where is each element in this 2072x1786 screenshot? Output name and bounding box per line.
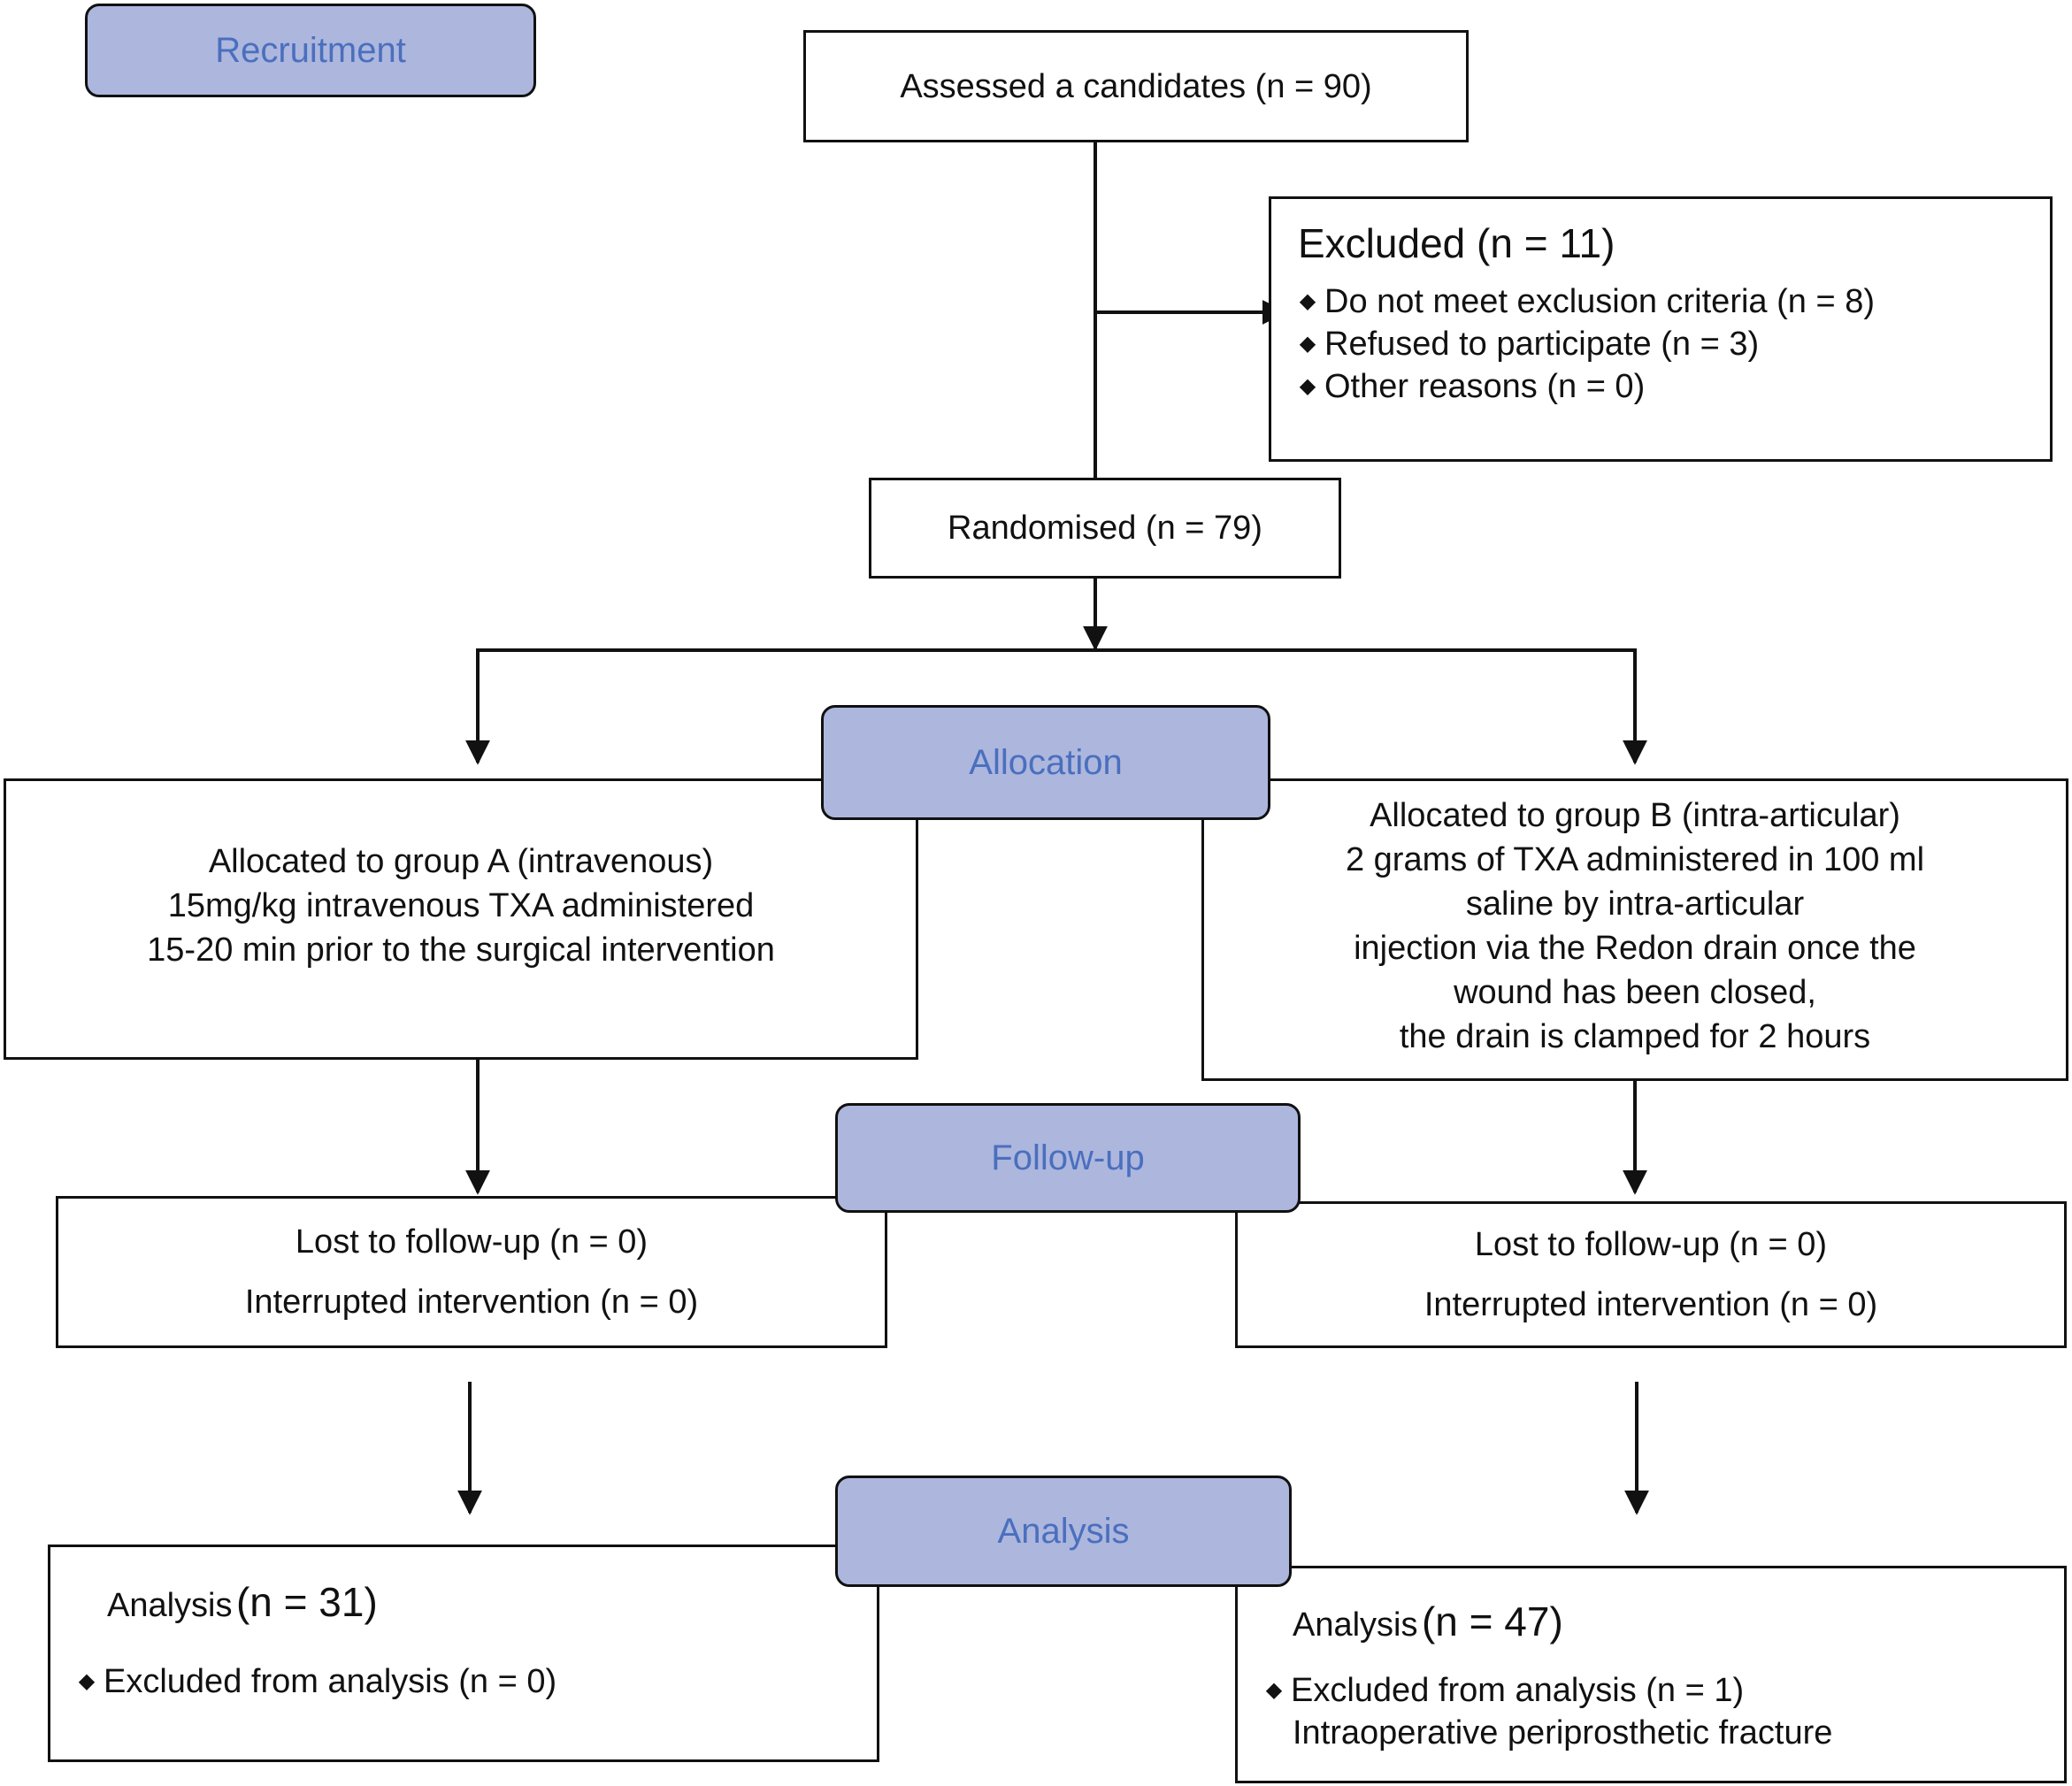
group-b-analysis-count: (n = 47) [1421, 1598, 1563, 1644]
stage-allocation-label: Allocation [969, 742, 1123, 782]
stage-follow-up-label: Follow-up [991, 1138, 1145, 1177]
group-a-analysis-excluded-text: Excluded from analysis (n = 0) [104, 1663, 557, 1700]
stage-follow-up: Follow-up [835, 1103, 1301, 1213]
excluded-item: ◆ Other reasons (n = 0) [1298, 365, 2050, 408]
group-a-analysis-count: (n = 31) [235, 1579, 378, 1625]
group-a-followup-line: Lost to follow-up (n = 0) [295, 1223, 648, 1261]
excluded-item-text: Do not meet exclusion criteria (n = 8) [1324, 283, 1875, 320]
diamond-bullet-icon: ◆ [1299, 289, 1316, 313]
group-b-line: the drain is clamped for 2 hours [1399, 1018, 1871, 1055]
group-b-line: 2 grams of TXA administered in 100 ml [1345, 841, 1925, 878]
stage-recruitment: Recruitment [85, 4, 536, 97]
group-b-analysis-heading: Analysis (n = 47) [1293, 1595, 2064, 1659]
assessed-box: Assessed a candidates (n = 90) [803, 30, 1469, 142]
group-b-analysis-excluded: ◆ Excluded from analysis (n = 1) [1264, 1669, 2064, 1712]
group-b-followup-line: Lost to follow-up (n = 0) [1474, 1226, 1828, 1263]
group-a-analysis-label: Analysis [107, 1587, 233, 1624]
assessed-text: Assessed a candidates (n = 90) [900, 67, 1372, 105]
group-b-analysis-excluded-text: Excluded from analysis (n = 1) [1291, 1672, 1745, 1709]
excluded-box: Excluded (n = 11) ◆ Do not meet exclusio… [1269, 196, 2053, 462]
diamond-bullet-icon: ◆ [1299, 374, 1316, 398]
stage-recruitment-label: Recruitment [215, 30, 406, 70]
group-b-followup-box: Lost to follow-up (n = 0) Interrupted in… [1235, 1201, 2067, 1348]
excluded-title: Excluded (n = 11) [1298, 220, 1615, 266]
group-a-line: Allocated to group A (intravenous) [208, 843, 714, 880]
group-a-followup-box: Lost to follow-up (n = 0) Interrupted in… [56, 1196, 887, 1348]
group-a-allocation-box: Allocated to group A (intravenous) 15mg/… [4, 778, 918, 1060]
group-b-line: injection via the Redon drain once the [1354, 930, 1916, 967]
group-b-followup-line: Interrupted intervention (n = 0) [1424, 1286, 1878, 1323]
group-b-allocation-box: Allocated to group B (intra-articular) 2… [1201, 778, 2068, 1081]
excluded-item: ◆ Do not meet exclusion criteria (n = 8) [1298, 280, 2050, 323]
stage-analysis: Analysis [835, 1476, 1292, 1587]
excluded-item: ◆ Refused to participate (n = 3) [1298, 323, 2050, 365]
group-b-analysis-note: Intraoperative periprosthetic fracture [1293, 1714, 1833, 1752]
group-b-analysis-label: Analysis [1293, 1606, 1418, 1644]
diamond-bullet-icon: ◆ [78, 1669, 96, 1693]
group-a-line: 15mg/kg intravenous TXA administered [167, 887, 755, 924]
stage-analysis-label: Analysis [997, 1511, 1130, 1551]
group-b-analysis-box: Analysis (n = 47) ◆ Excluded from analys… [1235, 1566, 2067, 1783]
excluded-item-text: Other reasons (n = 0) [1324, 368, 1646, 405]
group-a-analysis-heading: Analysis (n = 31) [107, 1575, 877, 1639]
stage-allocation: Allocation [821, 705, 1270, 820]
randomised-text: Randomised (n = 79) [948, 510, 1262, 547]
group-a-followup-line: Interrupted intervention (n = 0) [244, 1284, 699, 1321]
group-b-line: saline by intra-articular [1465, 885, 1805, 923]
diamond-bullet-icon: ◆ [1299, 332, 1316, 356]
group-a-analysis-excluded: ◆ Excluded from analysis (n = 0) [77, 1660, 877, 1703]
group-a-line: 15-20 min prior to the surgical interven… [147, 931, 775, 969]
group-b-line: Allocated to group B (intra-articular) [1370, 797, 1900, 834]
diamond-bullet-icon: ◆ [1265, 1678, 1283, 1702]
group-b-line: wound has been closed, [1454, 974, 1816, 1011]
randomised-box: Randomised (n = 79) [869, 478, 1341, 579]
excluded-item-text: Refused to participate (n = 3) [1324, 326, 1760, 363]
group-a-analysis-box: Analysis (n = 31) ◆ Excluded from analys… [48, 1545, 879, 1762]
